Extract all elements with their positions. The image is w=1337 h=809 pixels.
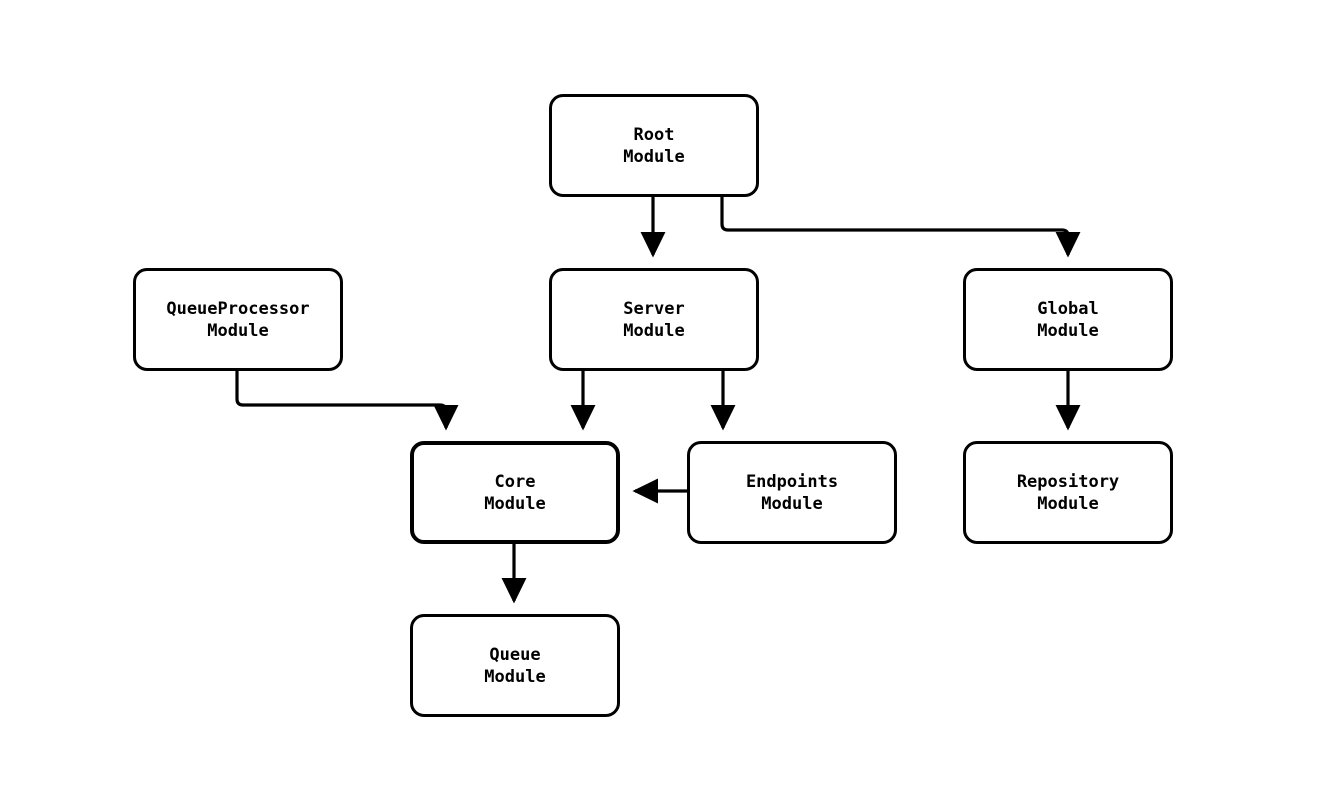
node-server-module[interactable]: Server Module <box>549 268 759 371</box>
node-label-repository-module: Repository Module <box>1016 471 1120 514</box>
node-label-server-module: Server Module <box>623 298 685 341</box>
node-global-module[interactable]: Global Module <box>963 268 1173 371</box>
node-label-queueprocessor-module: QueueProcessor Module <box>166 298 310 341</box>
node-label-global-module: Global Module <box>1037 298 1099 341</box>
edge-queueprocessor-core <box>235 371 459 431</box>
node-label-core-module: Core Module <box>484 471 546 514</box>
node-label-queue-module: Queue Module <box>484 644 546 687</box>
node-queueprocessor-module[interactable]: QueueProcessor Module <box>133 268 343 371</box>
node-core-module[interactable]: Core Module <box>410 441 620 544</box>
node-endpoints-module[interactable]: Endpoints Module <box>687 441 897 544</box>
node-label-endpoints-module: Endpoints Module <box>745 471 839 514</box>
node-repository-module[interactable]: Repository Module <box>963 441 1173 544</box>
node-label-root-module: Root Module <box>623 124 685 167</box>
node-root-module[interactable]: Root Module <box>549 94 759 197</box>
edge-root-global <box>720 197 1081 258</box>
node-queue-module[interactable]: Queue Module <box>410 614 620 717</box>
